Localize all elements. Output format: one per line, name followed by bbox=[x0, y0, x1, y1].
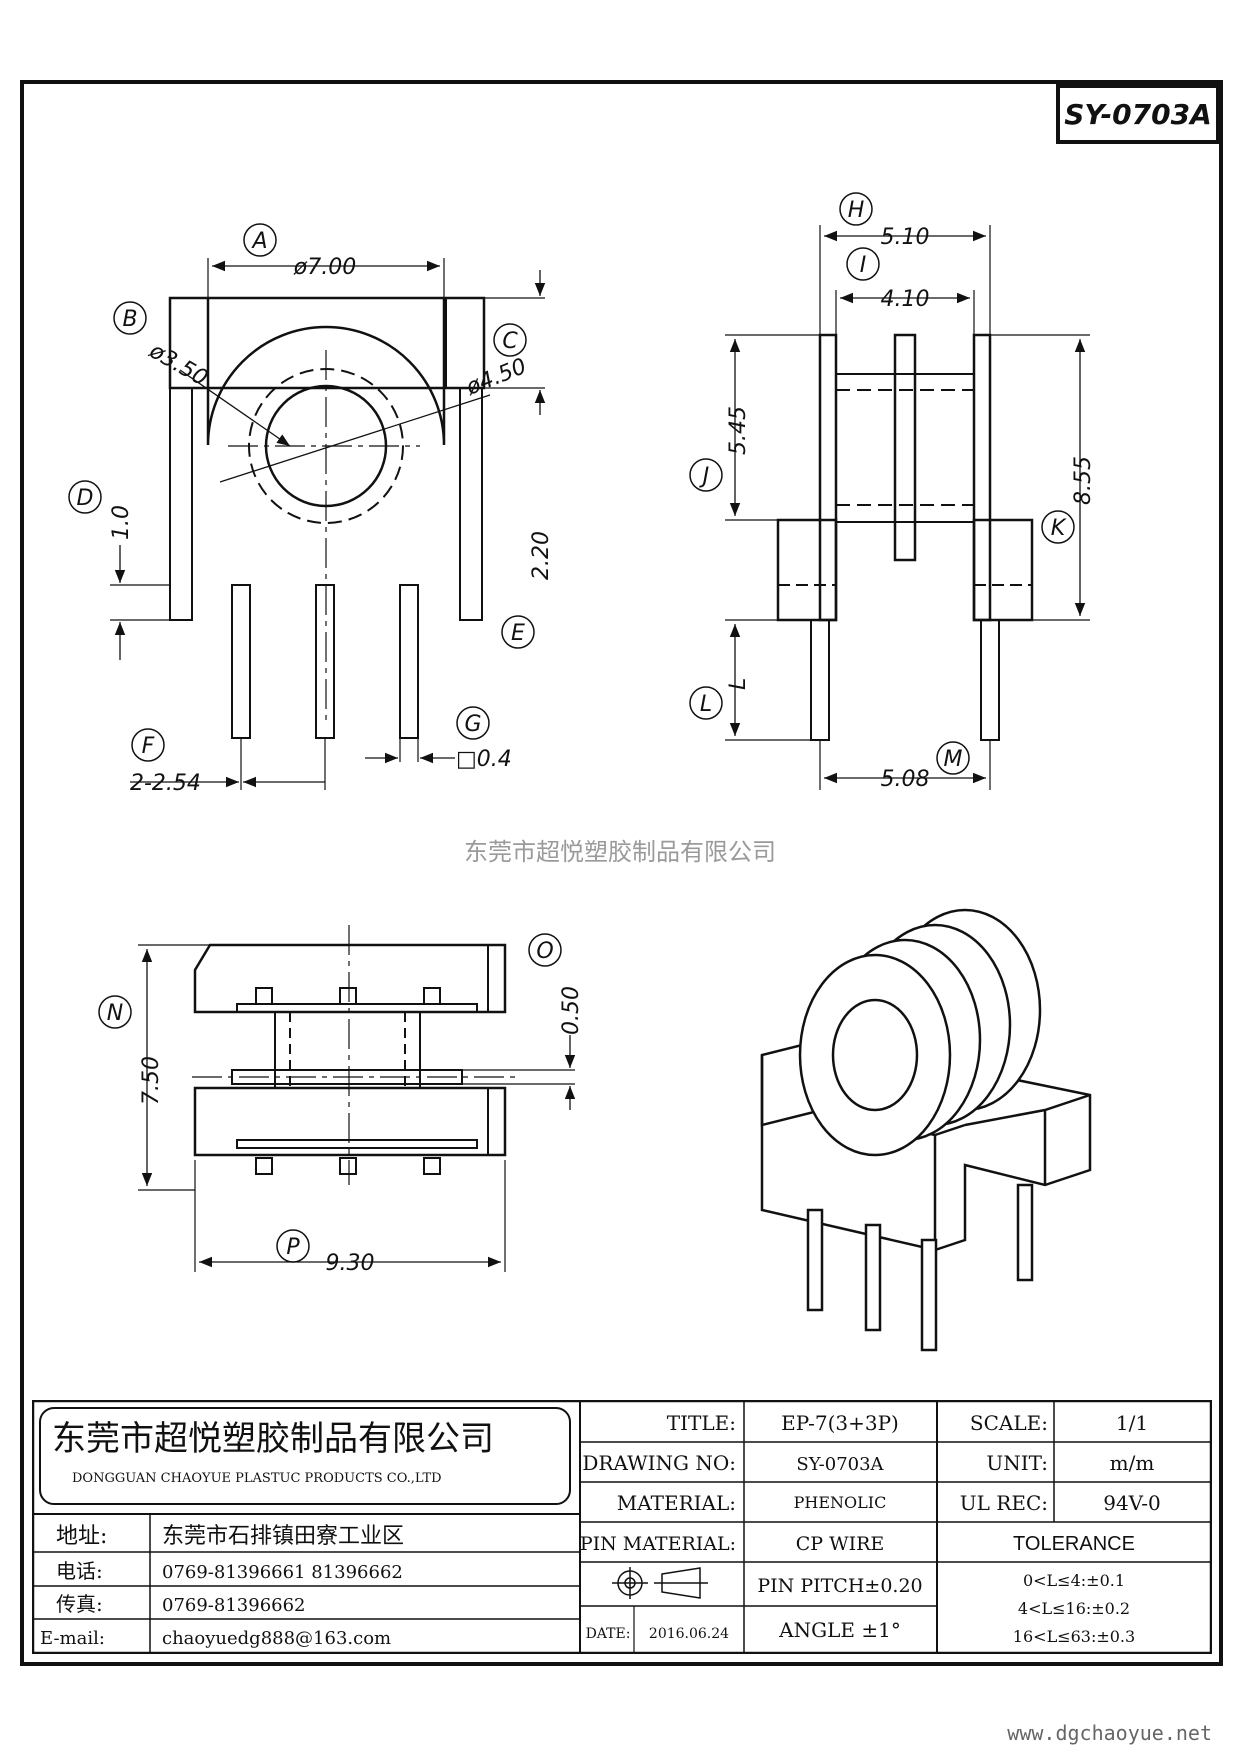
dim-j: 5.45 bbox=[726, 406, 751, 455]
angle-tolerance: ANGLE ±1° bbox=[778, 1618, 901, 1642]
dim-a: ø7.00 bbox=[293, 255, 356, 280]
dim-k: 8.55 bbox=[1071, 456, 1096, 505]
tolerance-line-1: 0<L≤4:±0.1 bbox=[1023, 1571, 1125, 1590]
callout-letters: A B C D E F G H I J K L M N O P bbox=[77, 198, 1067, 1260]
callout-j: J bbox=[699, 464, 710, 489]
callout-a: A bbox=[250, 229, 267, 254]
dimension-texts: ø7.00 ø3.50 ø4.50 1.0 2.20 2-2.54 □0.4 5… bbox=[109, 225, 1096, 1276]
website-text: www.dgchaoyue.net bbox=[1007, 1721, 1212, 1745]
date-label: DATE: bbox=[586, 1626, 631, 1642]
company-name-cn: 东莞市超悦塑胶制品有限公司 bbox=[52, 1419, 494, 1459]
callout-g: G bbox=[464, 712, 481, 737]
title-block: 东莞市超悦塑胶制品有限公司 DONGGUAN CHAOYUE PLASTUC P… bbox=[32, 1400, 1212, 1654]
pin-material-value: CP WIRE bbox=[796, 1533, 885, 1555]
pin-pitch: PIN PITCH±0.20 bbox=[757, 1575, 922, 1597]
tolerance-label: TOLERANCE bbox=[1013, 1533, 1135, 1555]
ul-rec-value: 94V-0 bbox=[1103, 1491, 1161, 1515]
dim-d: 1.0 bbox=[109, 505, 134, 540]
company-name-en: DONGGUAN CHAOYUE PLASTUC PRODUCTS CO.,LT… bbox=[72, 1471, 442, 1486]
dim-n: 7.50 bbox=[139, 1056, 164, 1105]
drawing-number-box: SY-0703A bbox=[1056, 84, 1220, 144]
callout-e: E bbox=[511, 621, 525, 646]
callouts bbox=[68, 192, 1075, 1263]
phone-label: 电话: bbox=[56, 1559, 103, 1583]
ul-rec-label: UL REC: bbox=[960, 1491, 1048, 1515]
isometric-view bbox=[760, 908, 1092, 1352]
scale-value: 1/1 bbox=[1116, 1411, 1148, 1435]
date-value: 2016.06.24 bbox=[649, 1626, 729, 1642]
title-label: TITLE: bbox=[667, 1411, 736, 1435]
tolerance-line-2: 4<L≤16:±0.2 bbox=[1018, 1599, 1130, 1618]
watermark-text: 东莞市超悦塑胶制品有限公司 bbox=[464, 838, 776, 866]
dim-g: □0.4 bbox=[456, 747, 512, 772]
callout-f: F bbox=[142, 734, 155, 759]
callout-p: P bbox=[286, 1235, 300, 1260]
unit-value: m/m bbox=[1110, 1451, 1155, 1475]
callout-n: N bbox=[107, 1001, 123, 1026]
drawing-no-value: SY-0703A bbox=[796, 1454, 884, 1475]
callout-h: H bbox=[848, 198, 865, 223]
tolerance-line-3: 16<L≤63:±0.3 bbox=[1013, 1627, 1135, 1646]
material-value: PHENOLIC bbox=[794, 1493, 887, 1512]
dim-m: 5.08 bbox=[881, 767, 930, 792]
callout-k: K bbox=[1051, 516, 1067, 541]
material-label: MATERIAL: bbox=[617, 1491, 736, 1515]
dim-h: 5.10 bbox=[881, 225, 930, 250]
dim-l: L bbox=[726, 678, 751, 690]
dim-f: 2-2.54 bbox=[130, 771, 201, 796]
dim-p: 9.30 bbox=[326, 1251, 375, 1276]
callout-d: D bbox=[77, 486, 94, 511]
callout-b: B bbox=[122, 307, 137, 332]
phone-value: 0769-81396661 81396662 bbox=[162, 1562, 403, 1583]
pin-material-label: PIN MATERIAL: bbox=[580, 1533, 736, 1555]
fax-value: 0769-81396662 bbox=[162, 1595, 306, 1616]
bottom-view bbox=[138, 925, 576, 1272]
drawing-frame bbox=[20, 80, 1223, 1666]
fax-label: 传真: bbox=[56, 1592, 103, 1616]
scale-label: SCALE: bbox=[970, 1411, 1048, 1435]
dim-o: 0.50 bbox=[559, 986, 584, 1035]
dim-i: 4.10 bbox=[881, 287, 930, 312]
callout-l: L bbox=[700, 692, 712, 717]
dim-c: ø4.50 bbox=[462, 354, 530, 401]
email-value: chaoyuedg888@163.com bbox=[162, 1628, 391, 1649]
email-label: E-mail: bbox=[40, 1628, 105, 1649]
title-value: EP-7(3+3P) bbox=[781, 1411, 899, 1435]
callout-c: C bbox=[502, 329, 518, 354]
dim-b: ø3.50 bbox=[144, 338, 211, 391]
callout-m: M bbox=[944, 747, 963, 772]
address-label: 地址: bbox=[56, 1524, 107, 1549]
side-view bbox=[725, 225, 1090, 790]
dim-e: 2.20 bbox=[529, 531, 554, 580]
unit-label: UNIT: bbox=[986, 1451, 1048, 1475]
callout-i: I bbox=[860, 253, 867, 278]
front-view bbox=[110, 258, 546, 790]
projection-symbol-icon bbox=[612, 1567, 708, 1599]
address-value: 东莞市石排镇田寮工业区 bbox=[162, 1524, 404, 1549]
callout-o: O bbox=[536, 939, 553, 964]
drawing-no-label: DRAWING NO: bbox=[582, 1451, 736, 1475]
